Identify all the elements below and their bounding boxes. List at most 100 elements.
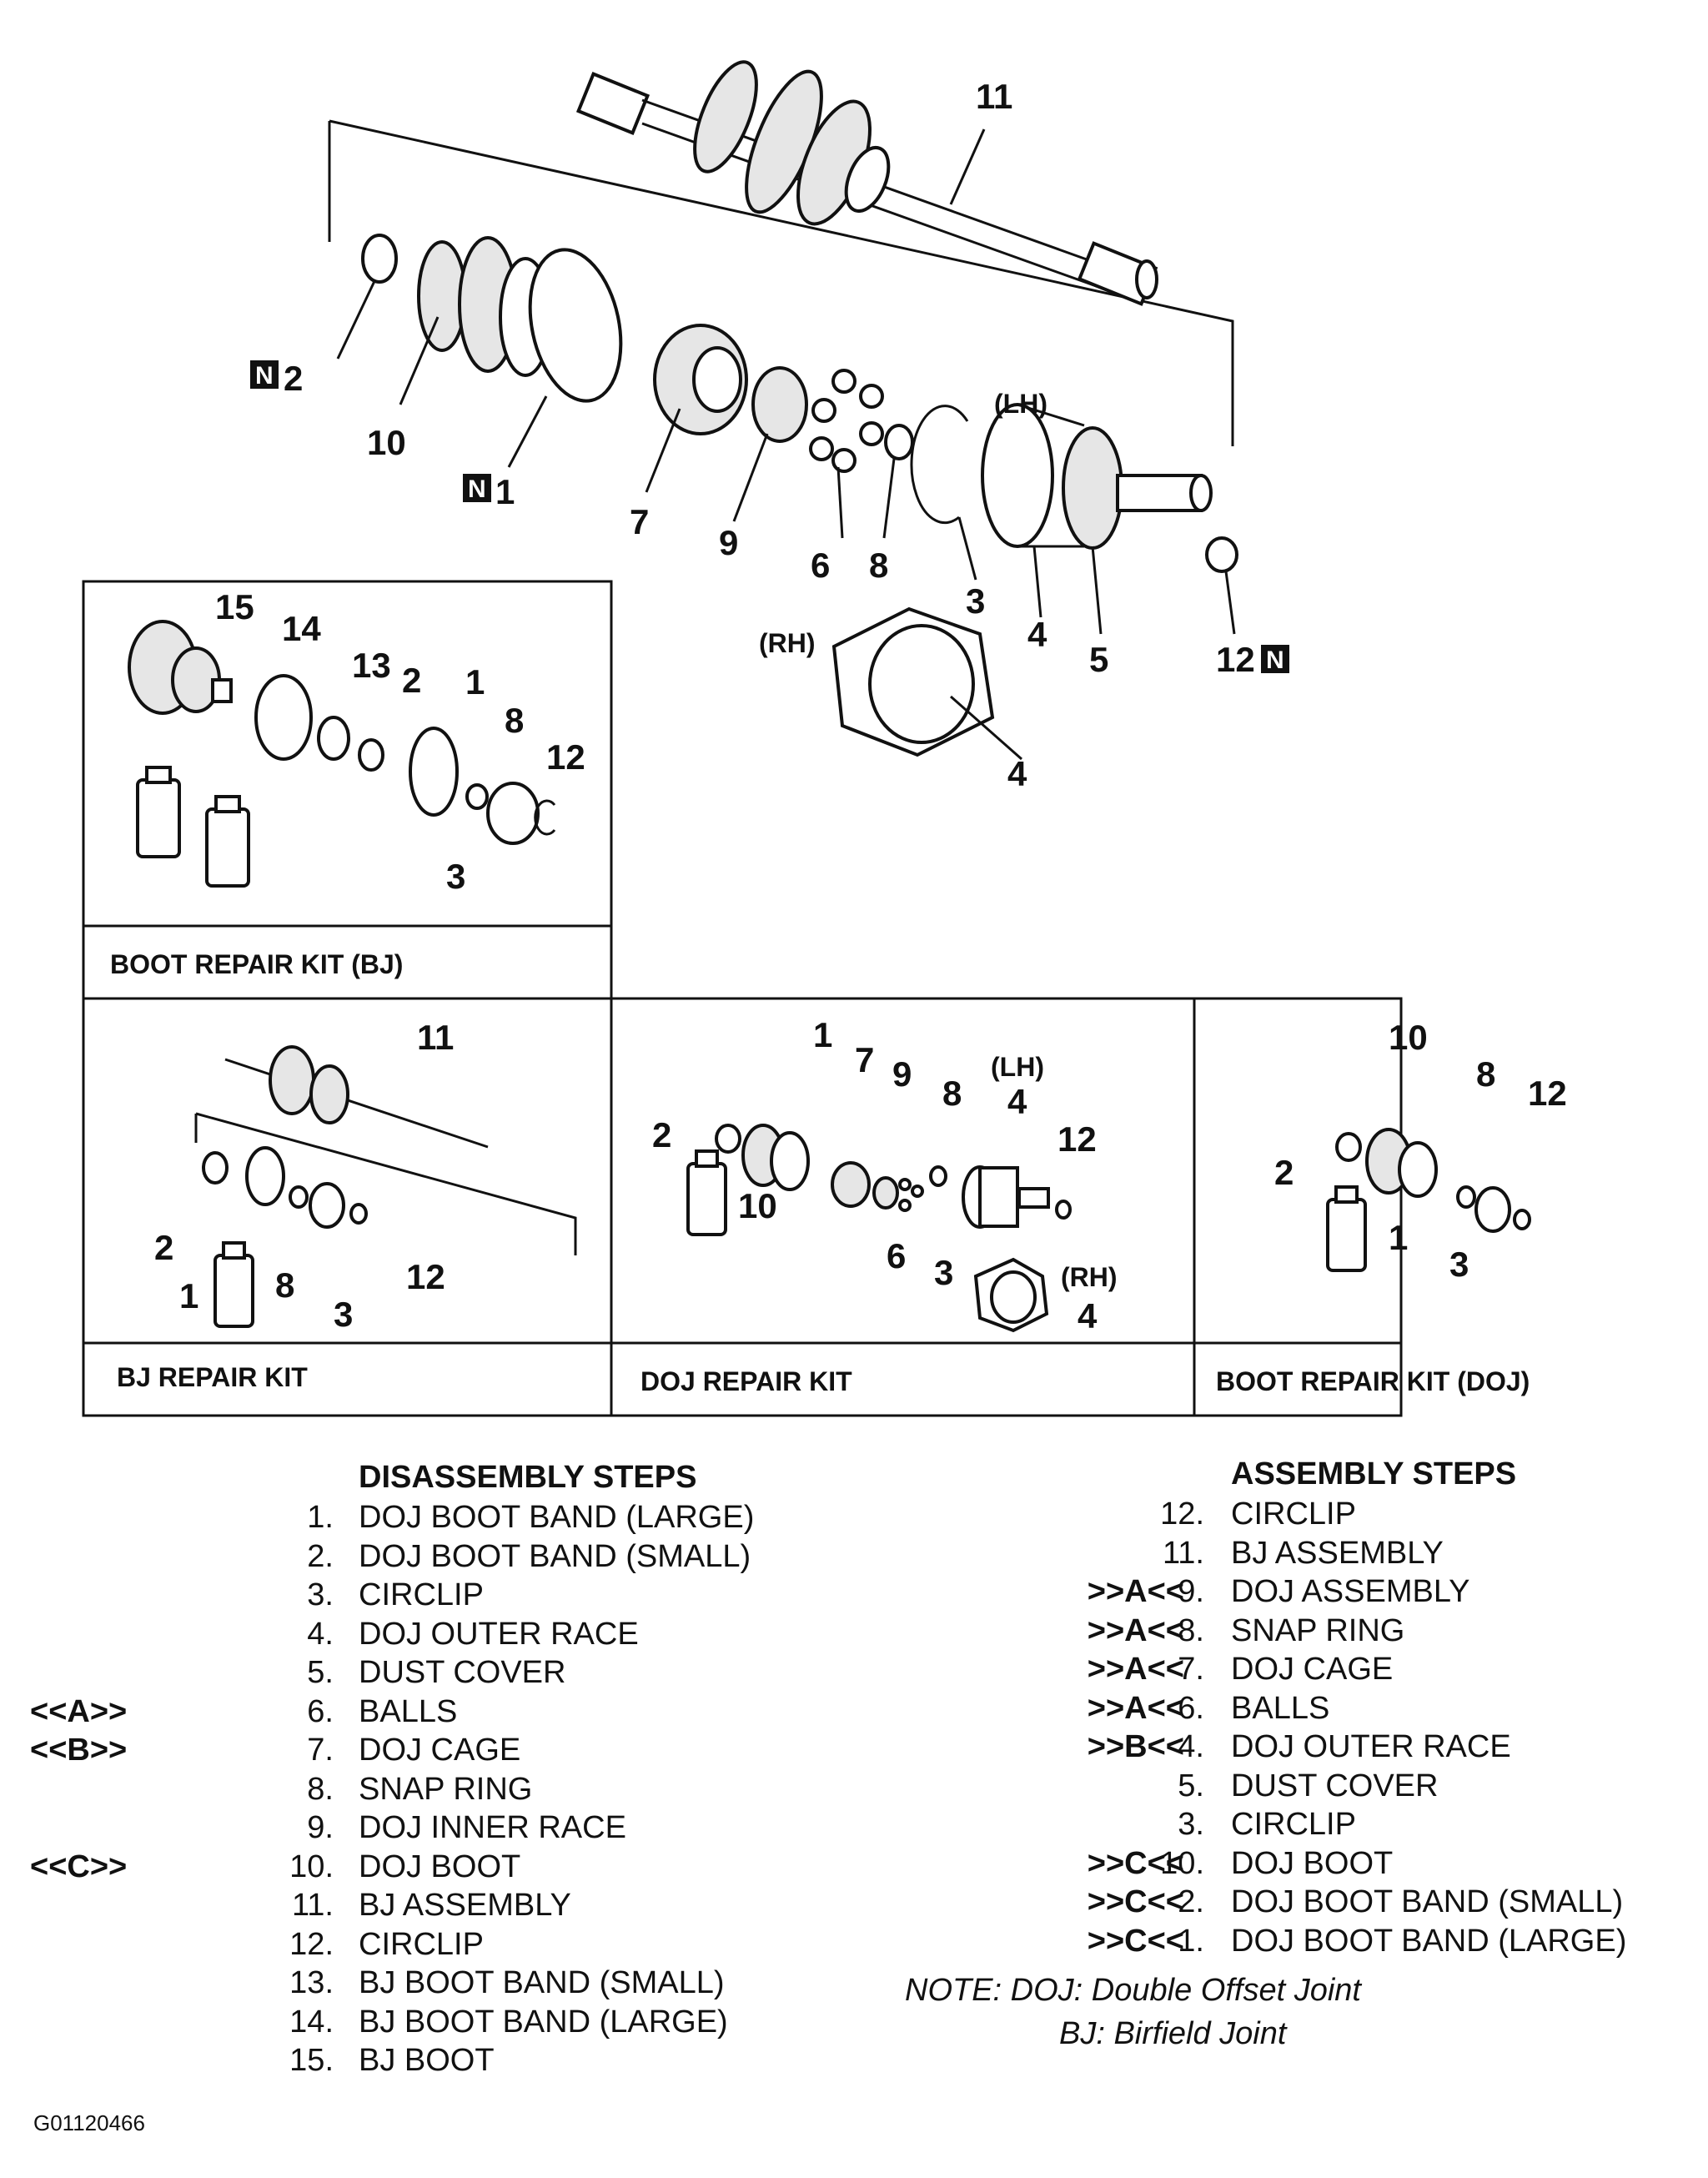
bj-kit-callout-3: 3 bbox=[446, 857, 465, 896]
step-mark: >>A<< bbox=[1087, 1612, 1184, 1648]
doj-kit-callout-3: 3 bbox=[934, 1253, 953, 1292]
doj-rh-race-small bbox=[973, 1257, 1049, 1333]
step-name: DOJ BOOT BAND (SMALL) bbox=[1231, 1884, 1624, 1919]
step-row: 1.DOJ BOOT BAND (LARGE) bbox=[0, 1498, 834, 1537]
step-number: 10. bbox=[1160, 1845, 1204, 1881]
step-number: 11. bbox=[291, 1888, 334, 1923]
step-row: >>C<<2.DOJ BOOT BAND (SMALL) bbox=[876, 1883, 1708, 1922]
step-number: 14. bbox=[289, 2004, 334, 2040]
step-row: <<A>>6.BALLS bbox=[0, 1693, 834, 1732]
lh-label: (LH) bbox=[994, 389, 1047, 419]
figure-id: G01120466 bbox=[33, 2110, 145, 2135]
bj-repair-callout-2: 2 bbox=[154, 1228, 173, 1267]
step-name: CIRCLIP bbox=[1231, 1496, 1356, 1532]
step-name: DOJ INNER RACE bbox=[359, 1810, 626, 1845]
callout-4: 4 bbox=[1027, 615, 1047, 654]
step-row: 5.DUST COVER bbox=[0, 1653, 834, 1693]
bj-kit-callout-13: 13 bbox=[352, 646, 391, 685]
step-name: DOJ BOOT BAND (LARGE) bbox=[1231, 1923, 1627, 1959]
bj-repair-callout-12: 12 bbox=[406, 1257, 445, 1296]
callout-4-rh: 4 bbox=[1007, 754, 1027, 793]
callout-5: 5 bbox=[1089, 640, 1108, 679]
step-row: 13.BJ BOOT BAND (SMALL) bbox=[0, 1964, 834, 2003]
step-name: DOJ CAGE bbox=[1231, 1652, 1394, 1687]
boot-repair-kit-doj-label: BOOT REPAIR KIT (DOJ) bbox=[1216, 1366, 1530, 1396]
doj-cage-part bbox=[653, 324, 748, 435]
circlip-part bbox=[910, 405, 969, 525]
step-number: 8. bbox=[1178, 1612, 1204, 1648]
step-row: 12. CIRCLIP bbox=[0, 1925, 834, 1964]
step-mark: >>A<< bbox=[1087, 1652, 1184, 1687]
new-part-marker-12 bbox=[1261, 645, 1289, 673]
step-row: 8.SNAP RING bbox=[0, 1770, 834, 1809]
callout-7: 7 bbox=[630, 502, 649, 541]
step-name: DOJ ASSEMBLY bbox=[1231, 1574, 1470, 1609]
boot-repair-kit-bj-label: BOOT REPAIR KIT (BJ) bbox=[110, 949, 403, 979]
step-name: BJ ASSEMBLY bbox=[359, 1888, 571, 1923]
bj-boot-band-small-part bbox=[317, 716, 350, 761]
step-row: >>A<<7.DOJ CAGE bbox=[876, 1650, 1708, 1689]
doj-kit-callout-4-rh: 4 bbox=[1078, 1296, 1098, 1335]
step-mark: >>A<< bbox=[1087, 1690, 1184, 1726]
step-mark: >>A<< bbox=[1087, 1574, 1184, 1609]
doj-kit-callout-12: 12 bbox=[1057, 1119, 1097, 1159]
step-number: 5. bbox=[307, 1655, 334, 1690]
grease-bottle-2 bbox=[205, 795, 250, 888]
step-number: 5. bbox=[1178, 1768, 1204, 1803]
step-name: SNAP RING bbox=[1231, 1612, 1405, 1648]
callout-8: 8 bbox=[869, 546, 888, 585]
step-mark: <<C>> bbox=[30, 1849, 128, 1884]
doj-kit-callout-2: 2 bbox=[652, 1115, 671, 1154]
callout-12: 12 bbox=[1216, 640, 1255, 679]
doj-kit-callout-10: 10 bbox=[738, 1186, 777, 1225]
doj-outer-race-rh-part bbox=[831, 606, 995, 757]
doj-boot-band-small-part bbox=[361, 234, 398, 284]
boot-doj-callout-8: 8 bbox=[1476, 1054, 1495, 1094]
disassembly-list: 1.DOJ BOOT BAND (LARGE)2.DOJ BOOT BAND (… bbox=[0, 1498, 834, 2080]
step-name: DOJ CAGE bbox=[359, 1733, 521, 1768]
assembly-title: ASSEMBLY STEPS bbox=[1231, 1456, 1517, 1491]
doj-boot-band-large-part bbox=[528, 248, 623, 403]
grease-bottle-5 bbox=[1326, 1185, 1367, 1272]
step-name: CIRCLIP bbox=[1231, 1807, 1356, 1842]
step-number: 7. bbox=[307, 1733, 334, 1768]
step-row: <<B>> 7. DOJ CAGE bbox=[0, 1731, 834, 1770]
boot-doj-callout-12: 12 bbox=[1528, 1074, 1567, 1113]
new-part-marker-1 bbox=[463, 474, 491, 502]
step-name: BJ BOOT bbox=[359, 2043, 495, 2078]
kit-grid-bottom bbox=[82, 997, 1403, 1417]
step-number: 12. bbox=[289, 1926, 334, 1962]
callout-1: 1 bbox=[495, 472, 515, 511]
step-row: >>A<<8. SNAP RING bbox=[876, 1612, 1708, 1651]
doj-inner-race-part bbox=[751, 366, 808, 443]
step-number: 11. bbox=[1162, 1535, 1204, 1571]
step-name: DOJ BOOT bbox=[359, 1849, 521, 1884]
callout-6: 6 bbox=[811, 546, 830, 585]
step-mark: >>B<< bbox=[1087, 1729, 1184, 1764]
bj-kit-callout-2: 2 bbox=[402, 661, 421, 700]
step-number: 6. bbox=[307, 1693, 334, 1729]
step-row: 2.DOJ BOOT BAND (SMALL) bbox=[0, 1537, 834, 1577]
step-mark: >>C<< bbox=[1087, 1923, 1184, 1959]
step-row: >>A<<6.BALLS bbox=[876, 1689, 1708, 1728]
step-row: 5.DUST COVER bbox=[876, 1767, 1708, 1806]
step-row: 12.CIRCLIP bbox=[876, 1495, 1708, 1534]
circlip-12-part bbox=[1205, 536, 1238, 573]
bj-boot-part bbox=[128, 620, 233, 715]
step-number: 1. bbox=[1178, 1923, 1204, 1959]
step-number: 8. bbox=[307, 1771, 334, 1807]
main-frame-line bbox=[329, 119, 1234, 446]
step-number: 3. bbox=[307, 1577, 334, 1612]
step-row: >>A<<9.DOJ ASSEMBLY bbox=[876, 1572, 1708, 1612]
step-number: 2. bbox=[307, 1538, 334, 1574]
step-name: CIRCLIP bbox=[359, 1926, 484, 1962]
callout-3: 3 bbox=[966, 581, 985, 621]
bj-kit-callout-15: 15 bbox=[215, 587, 254, 626]
bj-boot-band-large-part bbox=[254, 674, 313, 761]
bj-repair-callout-11: 11 bbox=[417, 1018, 454, 1057]
new-part-marker-2-label: N bbox=[255, 362, 274, 390]
step-mark: <<B>> bbox=[30, 1733, 128, 1768]
bj-kit-callout-8: 8 bbox=[505, 701, 524, 740]
boot-doj-callout-10: 10 bbox=[1389, 1018, 1428, 1057]
